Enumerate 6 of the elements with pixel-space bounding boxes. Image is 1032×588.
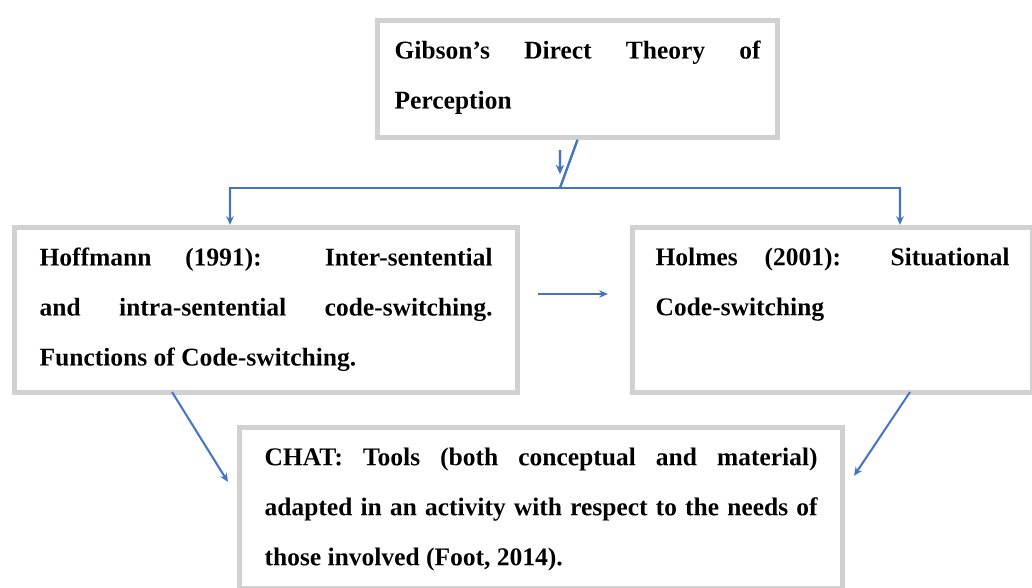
text-box: Holmes (2001): Situational Code-switching <box>630 225 1032 395</box>
arrow <box>171 391 228 482</box>
arrow <box>854 391 911 476</box>
text-box: CHAT: Tools (both conceptual and material) adapted in an activity with respect to the needs of those involved (Foot, 2014). <box>237 425 845 588</box>
text-box: Hoffmann (1991): Inter-sentential and intra-sentential code-switching. Functions of Code-switching. <box>12 225 520 395</box>
text-box: Gibson’s Direct Theory of Perception <box>375 18 780 140</box>
